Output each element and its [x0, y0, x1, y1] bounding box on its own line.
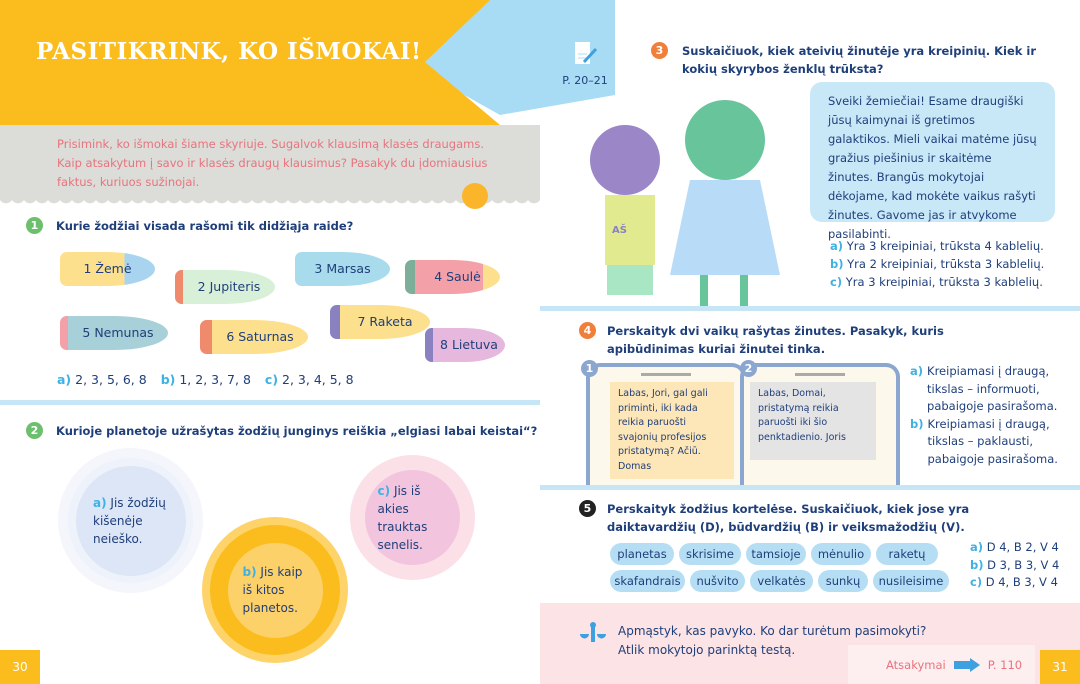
intro-panel: Prisimink, ko išmokai šiame skyriuje. Su… [0, 125, 540, 200]
phone-1: Labas, Jori, gal gali priminti, iki kada… [586, 363, 746, 488]
rocket-7[interactable]: 7 Raketa [330, 305, 430, 339]
answer-a[interactable]: a) D 4, B 2, V 4 [970, 540, 1059, 554]
reference-badge[interactable]: P. 20–21 [560, 40, 610, 87]
q1-answers: a) 2, 3, 5, 6, 8 b) 1, 2, 3, 7, 8 c) 2, … [57, 372, 354, 387]
aliens-illustration [590, 100, 780, 308]
answer-a[interactable]: a)Kreipiamasi į draugą, tikslas – inform… [910, 364, 1058, 413]
answer-a-text: Jis žodžių kišenėje neieško. [93, 495, 166, 546]
word-card[interactable]: tamsioje [746, 543, 806, 565]
answer-b[interactable]: b) Yra 2 kreipiniai, trūksta 3 kablelių. [830, 257, 1045, 271]
rocket-4[interactable]: 4 Saulė [405, 260, 500, 294]
reflection-line-2: Atlik mokytojo parinktą testą. [618, 643, 796, 657]
word-card[interactable]: nusileisime [873, 570, 949, 592]
question-number: 3 [651, 42, 668, 59]
word-card[interactable]: skrisime [679, 543, 741, 565]
answer-b[interactable]: b) 1, 2, 3, 7, 8 [160, 372, 251, 387]
notebook-pencil-icon [575, 42, 598, 64]
q4-answers: a)Kreipiamasi į draugą, tikslas – inform… [910, 363, 1060, 468]
answer-a[interactable]: a) 2, 3, 5, 6, 8 [57, 372, 147, 387]
q5-answers: a) D 4, B 2, V 4 b) D 3, B 3, V 4 c) D 4… [970, 539, 1059, 592]
phone-1-number: 1 [581, 360, 598, 377]
scallop-edge [0, 196, 540, 208]
section-divider [540, 485, 1080, 490]
answer-c-circle[interactable]: c) Jis iš akies trauktas senelis. [350, 455, 475, 580]
question-2-text: Kurioje planetoje užrašytas žodžių jungi… [56, 424, 538, 438]
question-4-text: Perskaityk dvi vaikų rašytas žinutes. Pa… [607, 324, 944, 356]
word-card[interactable]: velkatės [750, 570, 813, 592]
page-title: PASITIKRINK, KO IŠMOKAI! [36, 38, 422, 65]
rocket-1[interactable]: 1 Žemė [60, 252, 155, 286]
answer-c-text: Jis iš akies trauktas senelis. [377, 483, 428, 552]
answer-c[interactable]: c) Yra 3 kreipiniai, trūksta 3 kablelių. [830, 275, 1043, 289]
reflection-text: Apmąstyk, kas pavyko. Ko dar turėtum pas… [618, 622, 926, 660]
word-card[interactable]: mėnulio [811, 543, 871, 565]
word-card[interactable]: sunkų [818, 570, 868, 592]
answer-a-circle[interactable]: a) Jis žodžių kišenėje neieško. [58, 448, 203, 593]
rocket-2[interactable]: 2 Jupiteris [175, 270, 275, 304]
answer-b[interactable]: b) D 3, B 3, V 4 [970, 557, 1060, 572]
intro-text: Prisimink, ko išmokai šiame skyriuje. Su… [57, 137, 488, 189]
rocket-3[interactable]: 3 Marsas [295, 252, 390, 286]
q3-answers: a) Yra 3 kreipiniai, trūksta 4 kablelių.… [830, 237, 1044, 291]
phone-2-number: 2 [740, 360, 757, 377]
answer-b-sun[interactable]: b) Jis kaip iš kitos planetos. [210, 525, 340, 655]
word-card[interactable]: skafandrais [610, 570, 685, 592]
scales-icon [580, 622, 606, 642]
answers-label: Atsakymai [886, 657, 946, 672]
question-number: 2 [26, 422, 43, 439]
question-number: 5 [579, 500, 596, 517]
mascot-icon [462, 183, 488, 209]
answer-c[interactable]: c) D 4, B 3, V 4 [970, 575, 1058, 589]
rocket-5[interactable]: 5 Nemunas [60, 316, 168, 350]
reflection-line-1: Apmąstyk, kas pavyko. Ko dar turėtum pas… [618, 624, 927, 638]
header-banner [0, 0, 615, 125]
word-card[interactable]: planetas [610, 543, 674, 565]
message-2: Labas, Domai, pristatymą reikia paruošti… [750, 382, 876, 460]
answer-a[interactable]: a) Yra 3 kreipiniai, trūksta 4 kablelių. [830, 239, 1044, 253]
question-number: 4 [579, 322, 596, 339]
arrow-right-icon [953, 657, 980, 672]
reference-pages: P. 20–21 [562, 74, 608, 87]
word-card[interactable]: nušvito [690, 570, 745, 592]
section-divider [0, 400, 540, 405]
rocket-8[interactable]: 8 Lietuva [425, 328, 505, 362]
question-1-text: Kurie žodžiai visada rašomi tik didžiąja… [56, 219, 354, 233]
question-5-text: Perskaityk žodžius kortelėse. Suskaičiuo… [607, 502, 970, 534]
page-number-left: 30 [0, 650, 40, 684]
answer-b[interactable]: b)Kreipiamasi į draugą, tikslas – paklau… [910, 416, 1058, 466]
word-card[interactable]: raketų [876, 543, 938, 565]
speech-bubble: Sveiki žemiečiai! Esame draugiški jūsų k… [810, 82, 1055, 241]
rocket-6[interactable]: 6 Saturnas [200, 320, 308, 354]
answers-page: P. 110 [987, 657, 1023, 672]
answer-c[interactable]: c) 2, 3, 4, 5, 8 [264, 372, 354, 387]
answer-b-text: Jis kaip iš kitos planetos. [242, 565, 303, 615]
phone-2: Labas, Domai, pristatymą reikia paruošti… [740, 363, 900, 488]
section-divider [540, 306, 1080, 311]
shirt-text: AŠ [612, 225, 627, 236]
page-number-right: 31 [1040, 650, 1080, 684]
message-1: Labas, Jori, gal gali priminti, iki kada… [610, 382, 734, 479]
question-3-text: Suskaičiuok, kiek ateivių žinutėje yra k… [682, 44, 1037, 76]
question-number: 1 [26, 217, 43, 234]
answers-link[interactable]: Atsakymai P. 110 [848, 645, 1035, 684]
word-cards: planetas skrisime tamsioje mėnulio raket… [610, 543, 960, 592]
